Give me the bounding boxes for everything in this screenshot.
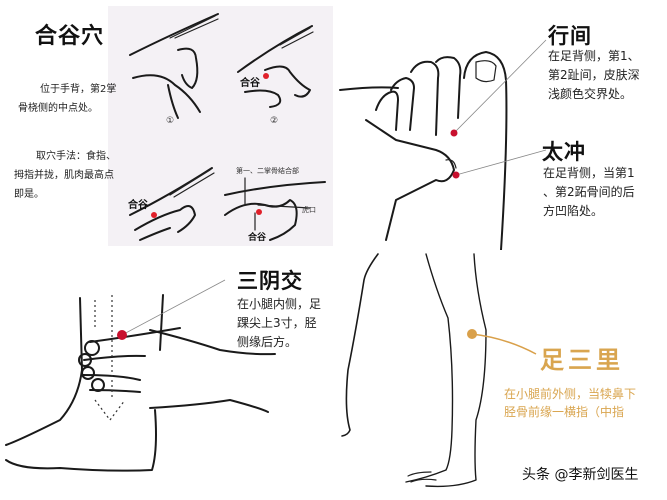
ankle-hand-illustration — [5, 279, 276, 472]
hegu-location-line-1: 位于手背，第2掌 — [40, 84, 117, 95]
sanyinjiao-desc-line-1: 在小腿内侧，足 — [237, 297, 322, 311]
hegu-method-line-3: 即是。 — [14, 189, 44, 200]
hegu-fig3-point-label: 合谷 — [128, 200, 148, 211]
hegu-method-line-2: 拇指并拢，肌肉最高点 — [14, 170, 114, 181]
xingjian-title: 行间 — [548, 24, 592, 48]
watermark: 头条 @李新剑医生 — [522, 467, 639, 483]
taichong-point — [452, 171, 460, 179]
hegu-fig4-point-label: 合谷 — [248, 233, 267, 243]
xingjian-desc-line-2: 第2趾间，皮肤深 — [548, 68, 640, 82]
zusanli-title: 足三里 — [540, 345, 624, 374]
leg-illustration — [341, 253, 537, 488]
hegu-point-fig3 — [151, 212, 157, 218]
hegu-title: 合谷穴 — [35, 24, 105, 49]
hegu-junction-label: 第一、二掌骨结合部 — [236, 167, 299, 175]
hegu-tiger-mouth-label: 虎口 — [302, 206, 316, 214]
hegu-hand-illustrations — [129, 13, 326, 241]
sanyinjiao-point — [117, 330, 127, 340]
xingjian-taichong-panel: 行间 在足背侧，第1、 第2趾间，皮肤深 浅颜色交界处。 太冲 在足背侧，当第1… — [336, 0, 667, 250]
foot-illustration — [339, 39, 547, 250]
xingjian-desc-line-1: 在足背侧，第1、 — [548, 49, 640, 63]
hegu-fig2-point-label: 合谷 — [240, 78, 260, 89]
hegu-fig1-number: ① — [166, 116, 175, 126]
xingjian-point — [450, 129, 458, 137]
sanyinjiao-desc-line-3: 侧缘后方。 — [237, 335, 298, 349]
taichong-desc-line-2: 、第2跖骨间的后 — [543, 185, 635, 199]
zusanli-point — [467, 329, 477, 339]
hegu-point-fig4 — [256, 209, 262, 215]
zusanli-desc-line-1: 在小腿前外侧，当犊鼻下 — [504, 387, 637, 401]
zusanli-panel: 足三里 在小腿前外侧，当犊鼻下 胫骨前缘一横指（中指 头条 @李新剑医生 — [336, 250, 667, 500]
hegu-panel: 合谷穴 位于手背，第2掌 骨桡侧的中点处。 取穴手法：食指、 拇指并拢，肌肉最高… — [0, 0, 336, 250]
taichong-desc-line-1: 在足背侧，当第1 — [543, 166, 635, 180]
hegu-point-fig2 — [263, 73, 269, 79]
hegu-method-line-1: 取穴手法：食指、 — [36, 151, 116, 162]
taichong-desc-line-3: 方凹陷处。 — [543, 204, 604, 218]
sanyinjiao-title: 三阴交 — [237, 269, 303, 293]
hegu-location-line-2: 骨桡侧的中点处。 — [18, 103, 98, 114]
sanyinjiao-panel: 三阴交 在小腿内侧，足 踝尖上3寸，胫 侧缘后方。 — [0, 250, 336, 500]
xingjian-desc-line-3: 浅颜色交界处。 — [548, 87, 633, 101]
zusanli-desc-line-2: 胫骨前缘一横指（中指 — [504, 405, 625, 419]
sanyinjiao-desc-line-2: 踝尖上3寸，胫 — [237, 316, 317, 330]
taichong-title: 太冲 — [542, 140, 586, 164]
hegu-fig2-number: ② — [270, 116, 279, 126]
